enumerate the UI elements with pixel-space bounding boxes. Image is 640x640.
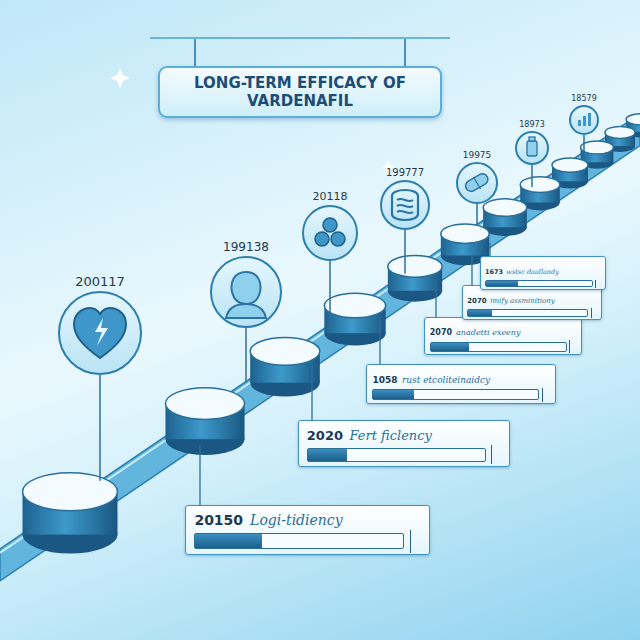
stalk (404, 230, 406, 273)
year-text: 20150 (194, 512, 243, 528)
year-label: 199777 (386, 167, 424, 178)
efficacy-text: Fert ficlency (349, 428, 431, 443)
person-icon (226, 272, 266, 318)
bar-text-row: 1058 rust etcoliteinaidcy (372, 375, 490, 386)
molecule-icon (315, 218, 345, 246)
efficacy-bar: 20150 Logi-tidiency (185, 505, 430, 555)
stalk (583, 135, 585, 152)
efficacy-text: imify assminitiony (490, 297, 555, 305)
progress-track (485, 280, 593, 287)
efficacy-text: Logi-tidiency (250, 512, 343, 528)
progress-track (372, 389, 538, 400)
stalk (531, 165, 533, 187)
icon-circle: 18973 (515, 131, 549, 165)
progress-tick (491, 445, 492, 464)
year-text: 1673 (485, 268, 503, 276)
conveyor-highlight (0, 118, 640, 553)
bottle-icon (527, 137, 537, 156)
efficacy-bar: 1058 rust etcoliteinaidcy (366, 364, 556, 404)
conveyor (0, 114, 640, 581)
pill-cylinder (388, 256, 442, 302)
efficacy-bar: 1673wstsc daallandy (480, 256, 606, 290)
year-label: 20118 (313, 190, 348, 203)
pill-cylinder (324, 293, 385, 345)
efficacy-text: anadetti exeeny (456, 328, 520, 337)
title-banner: LONG-TERM EFFICACY OF VARDENAFIL (158, 66, 442, 118)
pill-cylinder (250, 337, 320, 396)
stalk (99, 375, 101, 481)
year-label: 200117 (75, 274, 125, 289)
circle-fills (58, 105, 599, 375)
year-label: 18579 (571, 94, 596, 103)
stalk (329, 261, 331, 324)
progress-track (194, 533, 403, 549)
heart-icon (74, 308, 126, 358)
chart-icon (578, 113, 591, 126)
year-text: 1058 (372, 375, 397, 385)
efficacy-text: wstsc daallandy (506, 268, 559, 276)
bar-text-row: 20150 Logi-tidiency (194, 512, 342, 529)
progress-fill (486, 281, 518, 286)
progress-fill (468, 310, 492, 316)
progress-track (467, 309, 588, 317)
icon-circle: 19975 (456, 162, 498, 204)
icon-circle: 18579 (569, 105, 599, 135)
intestine-icon (392, 190, 418, 220)
progress-fill (373, 390, 414, 399)
efficacy-bar: 2070 imify assminitiony (462, 285, 602, 320)
icon-circle: 200117 (58, 291, 142, 375)
icon-circle: 199138 (210, 256, 282, 328)
progress-fill (195, 534, 261, 548)
conveyor-band (0, 114, 640, 581)
efficacy-text: rust etcoliteinaidcy (402, 375, 490, 385)
pill-cylinder (483, 199, 527, 236)
icon-circle: 20118 (302, 205, 358, 261)
stalk (245, 328, 247, 382)
year-text: 2070 (430, 328, 452, 337)
capsule-icon (464, 172, 490, 194)
stalk (476, 204, 478, 224)
banner-hangers (150, 38, 450, 67)
progress-fill (308, 449, 347, 461)
bar-text-row: 2070 imify assminitiony (467, 297, 555, 305)
progress-track (307, 448, 486, 462)
efficacy-bar: 2070 anadetti exeeny (424, 317, 582, 355)
progress-tick (410, 530, 411, 552)
progress-tick (569, 340, 570, 353)
year-label: 19975 (463, 150, 492, 160)
progress-track (430, 342, 567, 352)
progress-tick (542, 388, 543, 402)
progress-fill (431, 343, 469, 351)
progress-tick (595, 280, 596, 288)
pill-cylinder (165, 388, 244, 455)
year-text: 2020 (307, 428, 343, 443)
pill-cylinder (23, 473, 118, 554)
efficacy-bar: 2020 Fert ficlency (298, 420, 510, 467)
bar-text-row: 2020 Fert ficlency (307, 428, 432, 444)
icon-circle: 199777 (380, 180, 430, 230)
title: LONG-TERM EFFICACY OF VARDENAFIL (160, 74, 440, 110)
year-label: 199138 (223, 240, 269, 254)
year-text: 2070 (467, 297, 486, 305)
bar-text-row: 1673wstsc daallandy (485, 269, 559, 277)
year-label: 18973 (519, 120, 544, 129)
bar-text-row: 2070 anadetti exeeny (430, 328, 521, 338)
progress-tick (591, 308, 592, 318)
